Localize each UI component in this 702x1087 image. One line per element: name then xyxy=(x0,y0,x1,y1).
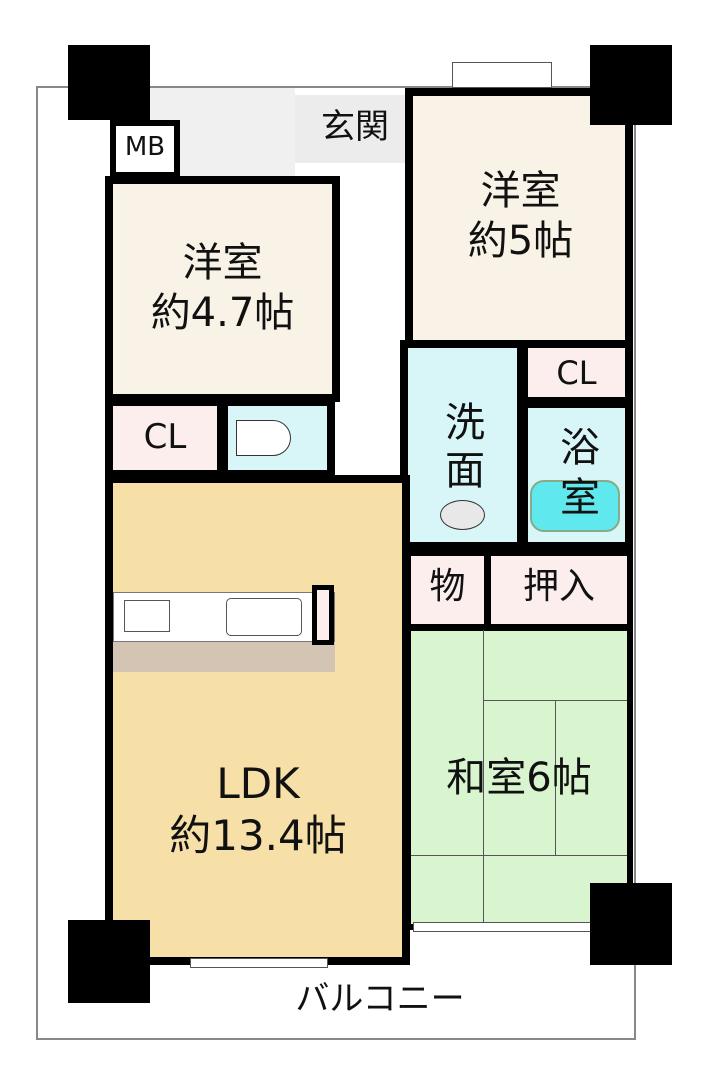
room-washitsu xyxy=(405,625,633,930)
room-genkan xyxy=(295,95,410,163)
label-western-1-size: 約4.7帖 xyxy=(150,290,295,336)
balcony-outline xyxy=(36,86,636,1040)
label-storage: 物 xyxy=(429,566,466,607)
window xyxy=(413,922,593,932)
label-mb: MB xyxy=(124,132,166,162)
label-oshiire: 押入 xyxy=(522,566,595,607)
label-western-2-name: 洋室 xyxy=(480,168,561,214)
sink-icon xyxy=(226,598,302,636)
toilet-icon xyxy=(236,420,291,456)
label-western-1-name: 洋室 xyxy=(182,240,263,286)
label-genkan: 玄関 xyxy=(321,107,389,147)
label-bathroom-2: 室 xyxy=(560,475,600,521)
pillar xyxy=(590,883,672,965)
room-closet-left xyxy=(105,398,225,478)
label-washroom-2: 面 xyxy=(445,448,485,494)
window xyxy=(452,62,552,88)
room-ldk xyxy=(105,475,410,965)
pillar xyxy=(68,920,150,1003)
bathtub-icon xyxy=(530,480,620,532)
tatami-line xyxy=(483,630,484,925)
window xyxy=(190,958,328,968)
label-bathroom-1: 浴 xyxy=(560,425,600,471)
label-ldk-name: LDK xyxy=(216,759,300,808)
label-western-2-size: 約5帖 xyxy=(467,218,574,264)
label-ldk-size: 約13.4帖 xyxy=(169,811,347,860)
label-washitsu: 和室6帖 xyxy=(446,755,592,801)
room-western-1 xyxy=(105,176,340,402)
label-washroom-1: 洗 xyxy=(445,400,485,446)
label-balcony: バルコニー xyxy=(295,979,465,1019)
label-closet-right: CL xyxy=(556,354,597,392)
room-oshiire xyxy=(485,550,633,630)
tatami-line xyxy=(555,700,556,855)
kitchen-counter-bar xyxy=(113,642,335,672)
washbasin-icon xyxy=(440,500,485,530)
pillar xyxy=(68,45,150,120)
pillar xyxy=(590,45,672,125)
label-closet-left: CL xyxy=(143,417,187,457)
room-mb xyxy=(110,120,180,178)
tatami-line xyxy=(411,855,627,856)
room-western-2 xyxy=(405,88,633,350)
stove-icon xyxy=(124,600,170,632)
refrigerator-slot xyxy=(312,585,334,645)
